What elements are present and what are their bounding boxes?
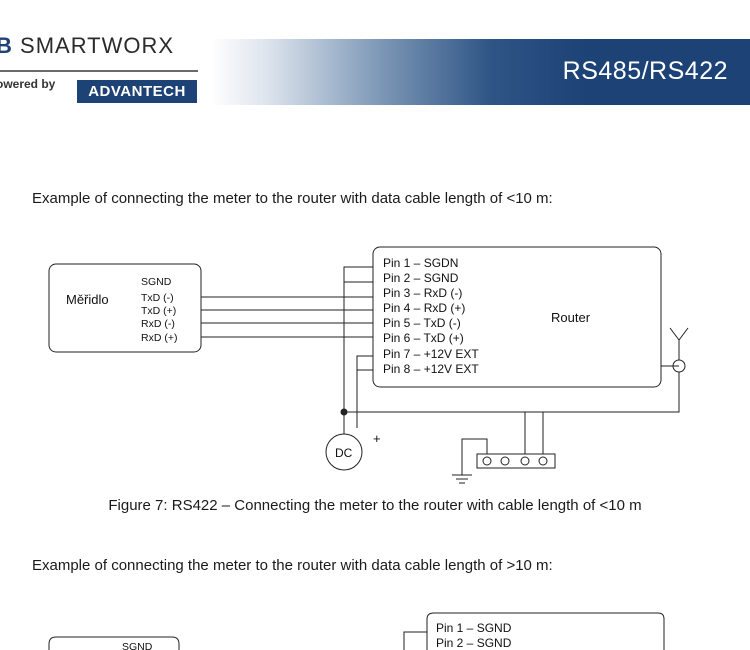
meter-pin: SGND [141, 276, 172, 288]
section-title: RS485/RS422 [562, 57, 728, 85]
logo-prefix: B [0, 33, 13, 58]
logo-brand: SMARTWORX [20, 33, 175, 58]
meter-pin: RxD (+) [141, 332, 177, 344]
intro-paragraph-1: Example of connecting the meter to the r… [32, 190, 553, 207]
powered-by-label: owered by [0, 77, 56, 91]
router-pin: Pin 4 – RxD (+) [383, 301, 465, 315]
logo-divider [0, 70, 198, 72]
router-pin: Pin 2 – SGND [383, 271, 459, 285]
wiring-diagram-fig7: Měřidlo SGND TxD (-) TxD (+) RxD (-) RxD… [48, 246, 689, 484]
meter-pin: SGND [122, 641, 153, 650]
intro-paragraph-2: Example of connecting the meter to the r… [32, 557, 553, 574]
dc-plus-label: + [373, 431, 381, 446]
dc-label: DC [335, 446, 353, 460]
meter-pin: TxD (-) [141, 292, 174, 304]
router-pin: Pin 1 – SGND [436, 621, 512, 635]
router-pin: Pin 6 – TxD (+) [383, 331, 464, 345]
smartworx-logo: B SMARTWORX [0, 33, 174, 59]
router-pin: Pin 8 – +12V EXT [383, 362, 479, 376]
header-banner [210, 39, 750, 105]
router-pin: Pin 7 – +12V EXT [383, 347, 479, 361]
router-pin: Pin 3 – RxD (-) [383, 286, 462, 300]
meter-pin: TxD (+) [141, 305, 176, 317]
router-pin: Pin 5 – TxD (-) [383, 316, 461, 330]
router-pin: Pin 1 – SGDN [383, 256, 458, 270]
router-box [372, 246, 662, 388]
page-header: RS485/RS422 B SMARTWORX owered by ADVANT… [0, 0, 750, 108]
wiring-diagram-fig8-partial: SGND Pin 1 – SGND Pin 2 – SGND [48, 612, 665, 650]
meter-box [48, 263, 202, 353]
meter-pin: RxD (-) [141, 318, 175, 330]
junction-dot [340, 408, 348, 416]
router-name: Router [551, 310, 591, 325]
advantech-logo: ADVANTECH [77, 80, 197, 103]
figure-7-caption: Figure 7: RS422 – Connecting the meter t… [108, 497, 642, 514]
router-pin: Pin 2 – SGND [436, 636, 512, 650]
meter-name: Měřidlo [66, 292, 109, 307]
